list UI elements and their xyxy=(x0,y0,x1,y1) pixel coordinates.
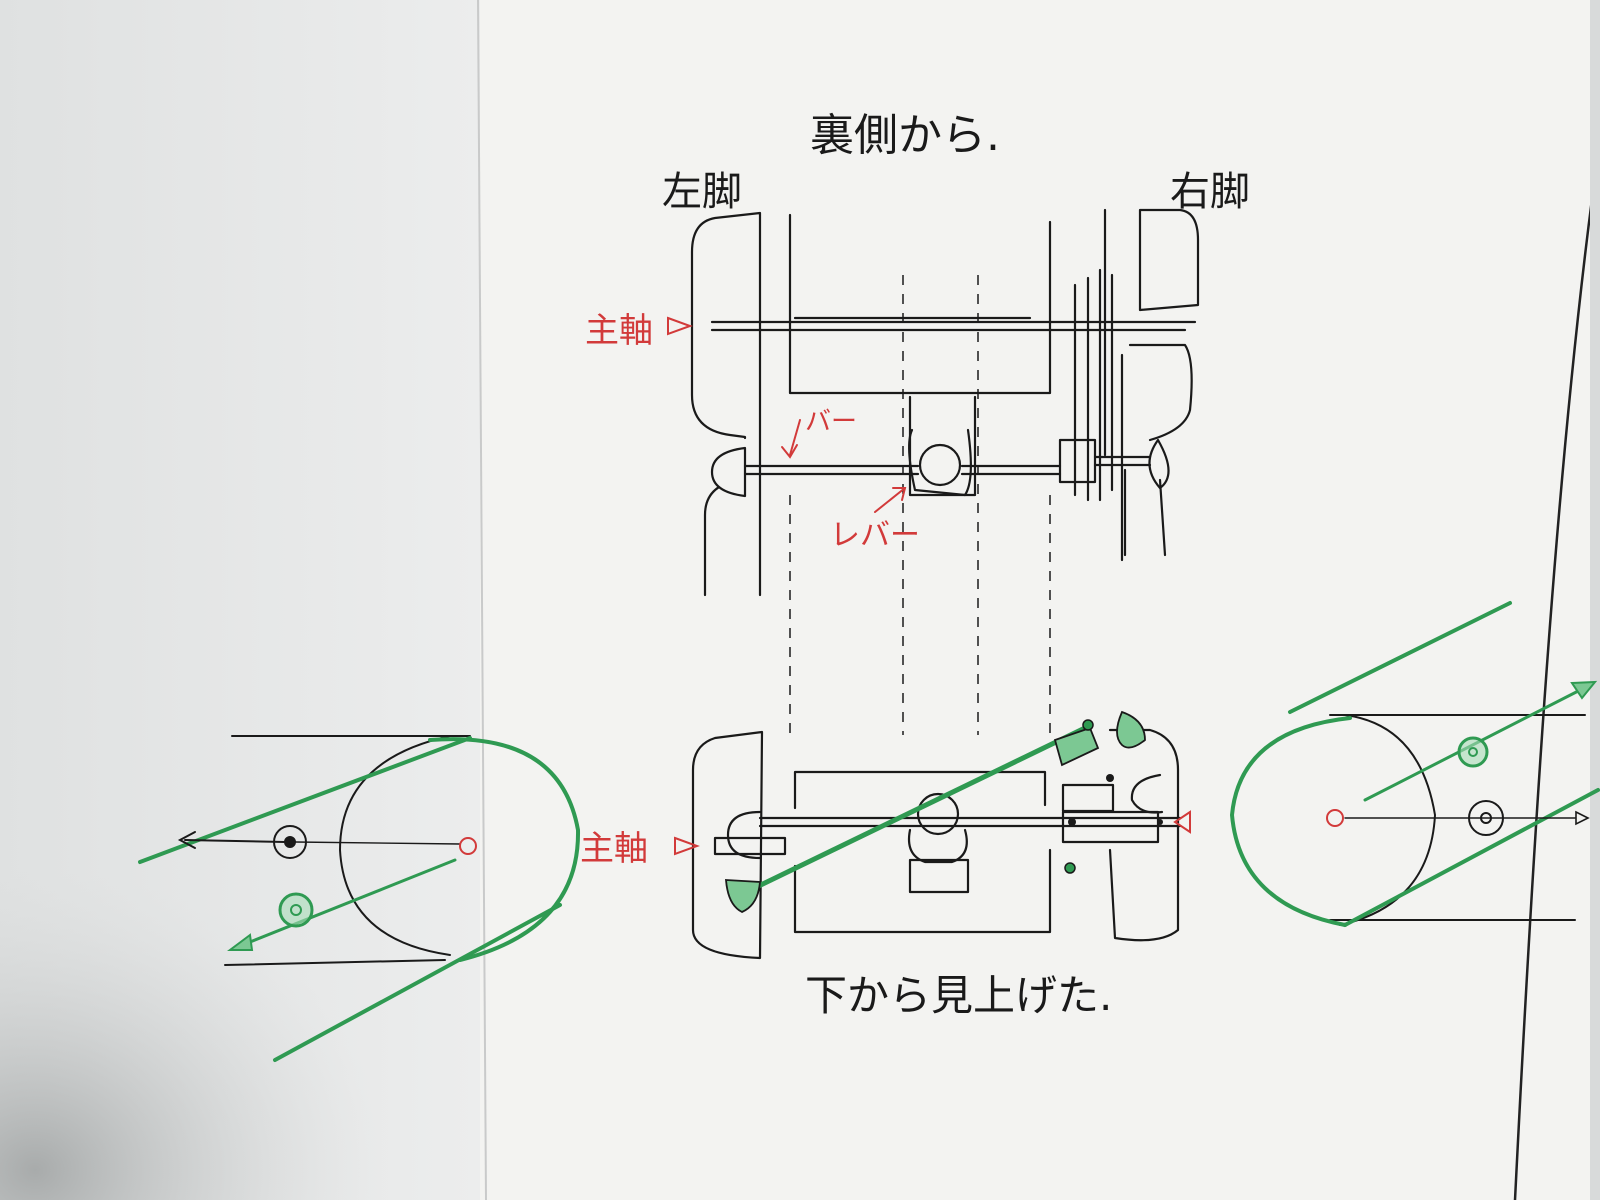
left-pivot-green xyxy=(278,892,314,928)
bottom-pivot-circle xyxy=(916,792,960,836)
bottom-title: 下から見上げた. xyxy=(805,971,1112,1020)
left-wheel xyxy=(338,735,451,956)
triangle-pointer-icon-right xyxy=(1173,810,1191,834)
pivot-circle-icon xyxy=(918,443,962,487)
main-shaft-label-bottom: 主軸 xyxy=(580,829,648,869)
right-leg-lower xyxy=(1123,343,1193,557)
top-diagram xyxy=(690,208,1200,597)
green-crank-handle-left xyxy=(725,879,761,913)
bottom-green-crank xyxy=(725,710,1163,913)
left-pivot-black xyxy=(273,825,307,859)
right-green-arc xyxy=(1229,716,1352,927)
triangle-pointer-icon-bottom xyxy=(674,836,700,856)
bottom-right-bracket xyxy=(1130,773,1164,814)
right-rotation-sketch xyxy=(1229,601,1600,927)
bottom-center-body xyxy=(793,770,1052,934)
red-annotations xyxy=(667,316,1191,856)
triangle-pointer-icon xyxy=(667,316,693,336)
bottom-right-block-2 xyxy=(1061,810,1160,844)
bottom-lever-cup xyxy=(907,828,968,864)
lever-leader-line xyxy=(874,487,906,513)
spring-block xyxy=(1058,438,1097,484)
bottom-left-bracket xyxy=(726,810,762,860)
arrow-head-icon xyxy=(177,831,196,849)
lever-housing xyxy=(908,428,972,497)
black-dot-3 xyxy=(1157,819,1163,825)
green-crank-block xyxy=(1053,726,1100,767)
bar-label: バー xyxy=(805,407,857,437)
black-dot-2 xyxy=(1106,774,1114,782)
right-leg-label: 右脚 xyxy=(1170,169,1250,215)
right-leg-outline xyxy=(1138,208,1200,312)
spring-stack xyxy=(1073,268,1114,502)
bottom-diagram xyxy=(691,728,1182,960)
left-rotation-sketch xyxy=(138,735,581,1062)
left-green-diagonal-bottom xyxy=(273,903,562,1062)
left-green-arrow xyxy=(233,858,457,950)
projection-guides xyxy=(789,275,1051,735)
right-center-red xyxy=(1326,809,1344,827)
top-title: 裏側から. xyxy=(810,110,1000,161)
page-fold xyxy=(477,0,487,1200)
right-leg-bracket xyxy=(1148,438,1170,490)
green-crank-knob xyxy=(1116,710,1146,749)
bottom-lever-plate xyxy=(908,858,970,894)
left-leg-label: 左脚 xyxy=(662,169,742,215)
right-pivot-green xyxy=(1457,736,1489,768)
beyond-edge xyxy=(1590,0,1600,1200)
main-shaft-label-top: 主軸 xyxy=(585,311,653,351)
left-green-diagonal-top xyxy=(138,736,472,864)
right-green-diagonal-top xyxy=(1288,601,1512,714)
bottom-left-leg xyxy=(691,730,764,960)
lever-label: レバー xyxy=(830,518,920,553)
left-leg-bracket xyxy=(710,446,747,498)
paper-shadow xyxy=(0,600,700,1200)
right-wheel xyxy=(1339,714,1437,926)
right-pivot-black xyxy=(1468,800,1504,836)
bottom-left-plate xyxy=(713,836,787,856)
center-body xyxy=(788,213,1052,395)
left-green-arc xyxy=(428,737,581,962)
green-dot-2 xyxy=(1064,862,1076,874)
right-green-diagonal-bottom xyxy=(1343,788,1600,927)
left-center-red xyxy=(459,837,477,855)
black-dot-1 xyxy=(1068,818,1076,826)
bar-leader-line xyxy=(789,419,801,456)
green-dot-1 xyxy=(1082,719,1094,731)
right-paper-edge xyxy=(1513,139,1600,1200)
bottom-right-leg xyxy=(1108,728,1180,942)
